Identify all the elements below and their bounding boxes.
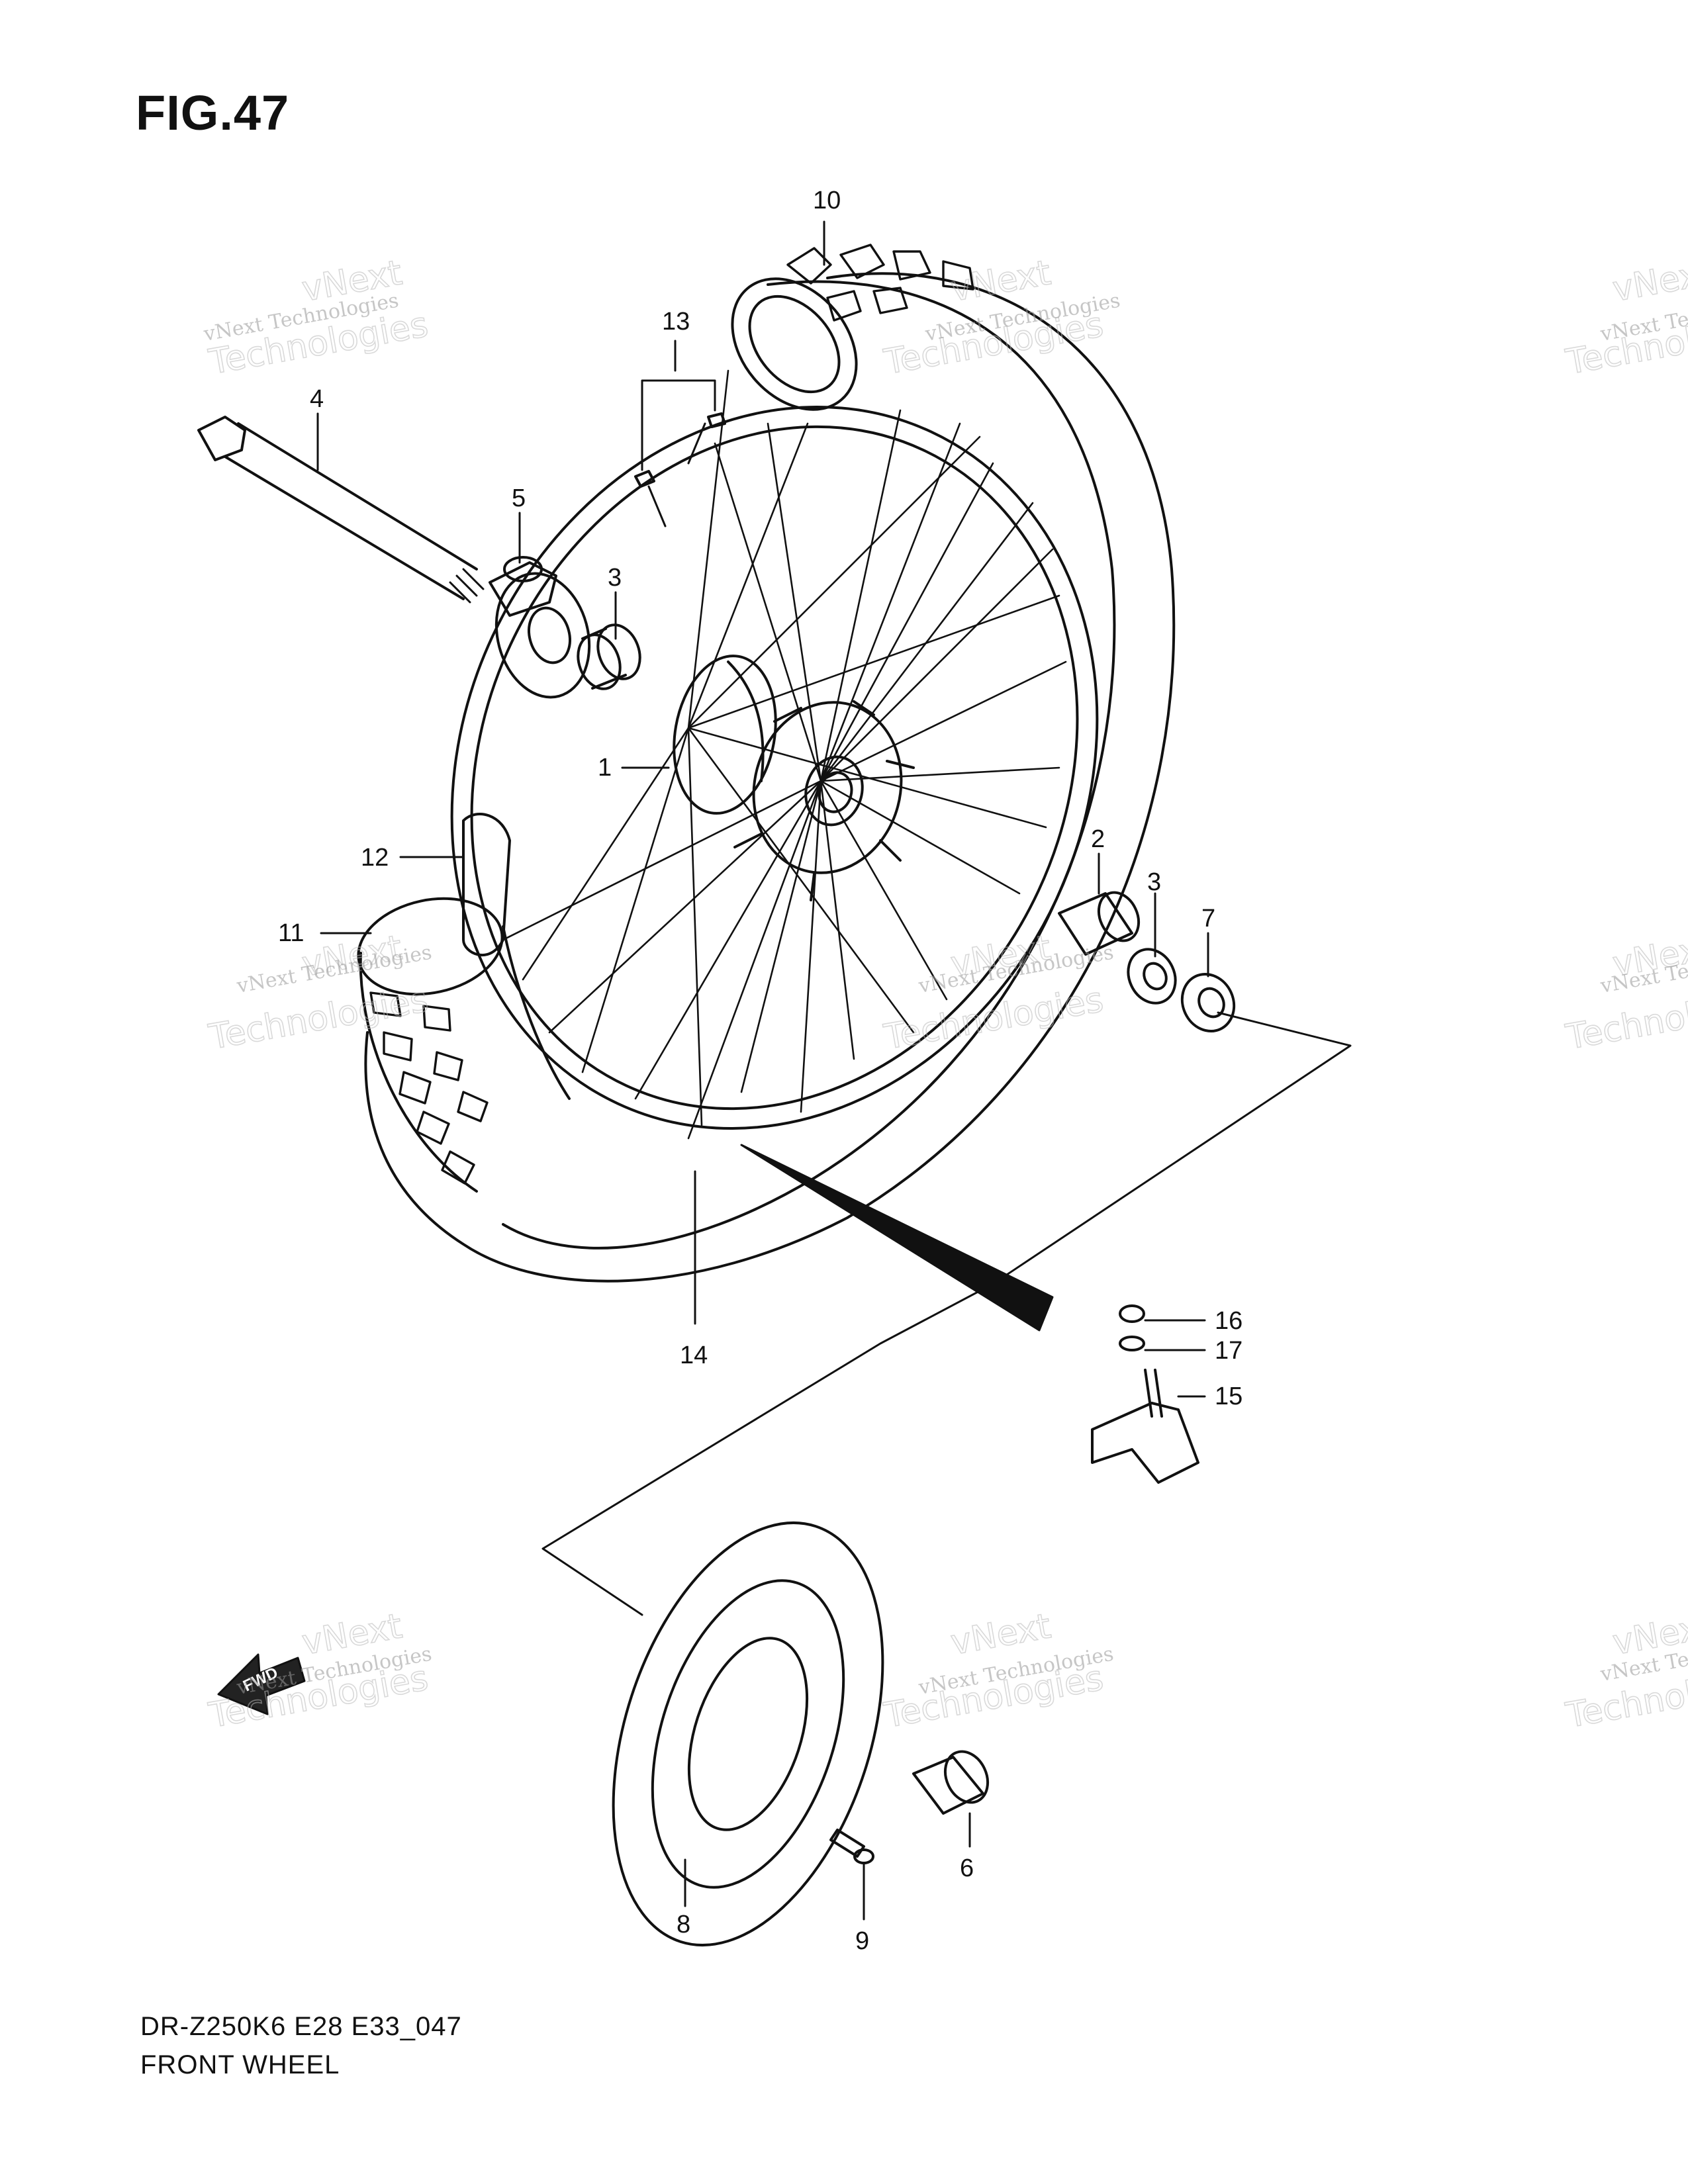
callout-17: 17 [1215,1337,1243,1365]
watermark-bottom-right: vNext Technologies vNext Technologies [1562,1606,1688,1737]
callout-9: 9 [855,1927,869,1955]
watermark-top-center: vNext Technologies vNext Technologies [880,253,1122,383]
right-bearing-drawing [1127,948,1177,1005]
callout-8: 8 [677,1911,690,1938]
callout-11: 11 [278,919,304,947]
spokes-drawing [502,369,1067,1140]
callout-7: 7 [1201,905,1215,933]
speedometer-gearbox-drawing [489,556,591,699]
brake-disc-drawing [612,1521,884,1947]
assembly-lines [541,1011,1352,1616]
callout-numbers: 10 13 4 5 3 1 2 3 7 12 11 14 16 17 15 6 … [278,187,1243,1955]
watermark-bottom-center: vNext Technologies vNext Technologies [880,1606,1115,1737]
callout-15: 15 [1215,1383,1243,1410]
watermark-top-left: vNext Technologies vNext Technologies [201,253,432,383]
hub-drawing [673,655,915,901]
watermark-bottom-left: vNext Technologies vNext Technologies [205,1606,434,1737]
collar-drawing [912,1750,990,1815]
svg-text:vNext: vNext [1610,253,1688,309]
callout-3-right: 3 [1147,868,1161,896]
watermark-mid-left: vNext Technologies vNext Technologies [205,928,434,1058]
left-bearing-drawing [577,623,641,690]
oil-seal-drawing [1180,973,1236,1032]
figure-code: DR-Z250K6 E28 E33_047 [140,2012,462,2041]
watermark-mid-right: vNext Technologies vNext Technologies [1562,928,1688,1058]
callout-10: 10 [813,187,841,214]
svg-text:vNext: vNext [948,253,1054,309]
callout-14: 13 [662,308,690,336]
figure-name: FRONT WHEEL [140,2050,340,2079]
callout-13: 14 [680,1342,708,1369]
watermark-top-right: vNext Technologies vNext Technologies [1562,253,1688,383]
callout-12: 12 [361,844,389,872]
axle-drawing [197,416,485,604]
rim-drawing [450,405,1099,1130]
callout-4: 4 [310,385,324,413]
callout-3-left: 3 [608,564,622,592]
fwd-arrow-icon [217,1653,306,1715]
callout-16: 16 [1215,1307,1243,1335]
tube-drawing [462,813,511,956]
figure-title: FIG.47 [136,85,290,140]
leader-lines [316,220,1209,1921]
spacer-drawing [1058,891,1141,956]
callout-1: 1 [598,754,612,782]
callout-2: 2 [1091,825,1105,853]
callout-5: 5 [512,484,526,512]
callout-6: 6 [960,1854,974,1882]
rim-lock-drawing [1091,1304,1199,1484]
svg-text:Technologies: Technologies [881,980,1106,1058]
svg-text:vNext: vNext [948,1606,1054,1662]
spoke-nipple-drawing [634,379,726,527]
